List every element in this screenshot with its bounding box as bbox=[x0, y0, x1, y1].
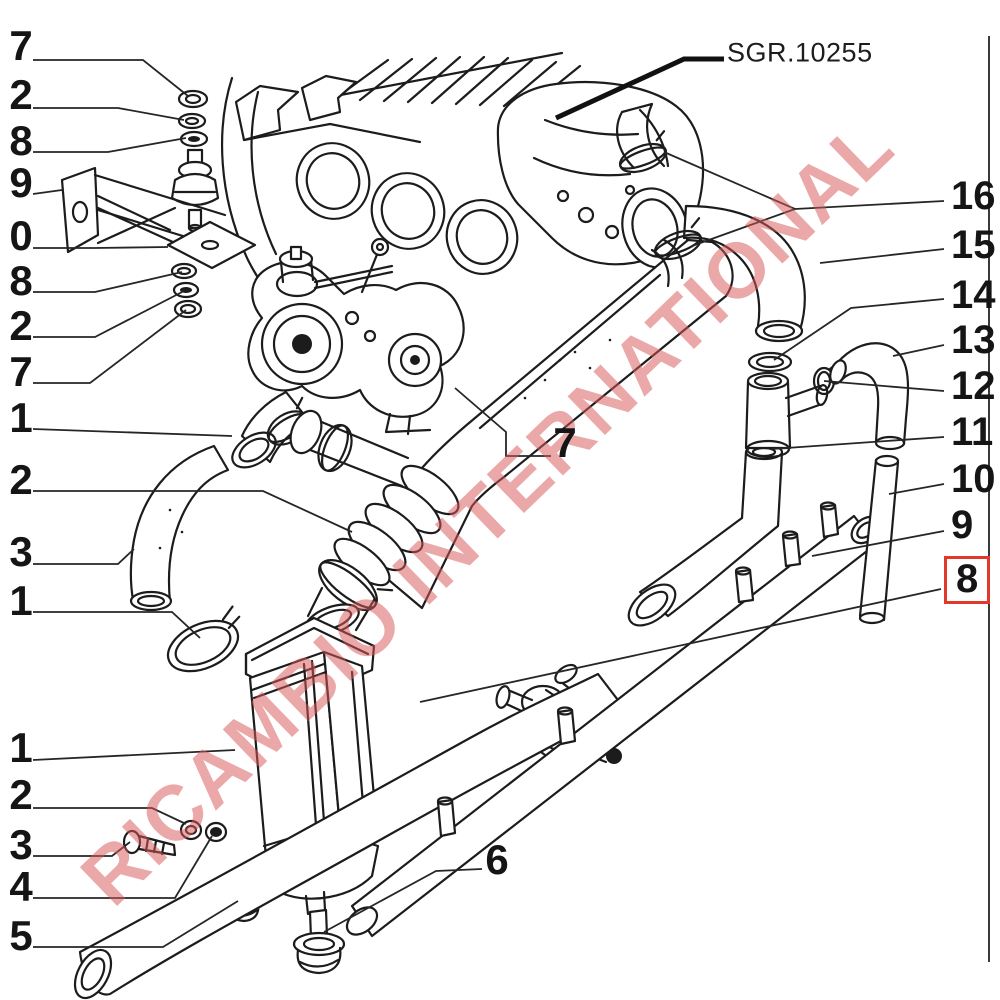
leader-lines bbox=[32, 59, 945, 948]
callout-left-3: 8 bbox=[9, 117, 33, 164]
highlight-box: 8 bbox=[944, 556, 991, 604]
callout-left-17: 5 bbox=[9, 912, 33, 959]
callout-left-6: 8 bbox=[9, 257, 33, 304]
callout-right-10: 10 bbox=[951, 457, 996, 501]
callout-left-8: 7 bbox=[9, 348, 33, 395]
callout-left-10: 2 bbox=[9, 456, 33, 503]
callout-left-16: 4 bbox=[9, 863, 33, 910]
engine-drawing bbox=[221, 51, 705, 334]
callout-left-15: 3 bbox=[9, 821, 33, 868]
callout-left-11: 3 bbox=[9, 528, 33, 575]
callout-left-1: 7 bbox=[9, 22, 33, 69]
callout-left-9: 1 bbox=[9, 394, 33, 441]
left-small-parts bbox=[60, 89, 257, 319]
left-hose-drawing bbox=[129, 444, 241, 673]
intake-duct-drawing bbox=[318, 102, 806, 611]
callout-left-13: 1 bbox=[9, 724, 33, 771]
callout-right-8-highlighted: 8 bbox=[944, 556, 991, 604]
callout-left-2: 2 bbox=[9, 71, 33, 118]
callout-center-6: 6 bbox=[485, 836, 509, 883]
callout-right-15: 15 bbox=[951, 223, 996, 267]
callout-right-13: 13 bbox=[951, 318, 996, 362]
callout-left-14: 2 bbox=[9, 771, 33, 818]
callout-right-11: 11 bbox=[951, 410, 994, 454]
sgr-leader-line bbox=[554, 56, 724, 121]
callout-left-4: 9 bbox=[9, 159, 33, 206]
callout-left-7: 2 bbox=[9, 302, 33, 349]
callout-left-5: 0 bbox=[9, 212, 33, 259]
callout-right-12: 12 bbox=[951, 364, 996, 408]
callout-right-14: 14 bbox=[951, 273, 996, 317]
callout-center-7: 7 bbox=[553, 419, 577, 466]
callout-left-12: 1 bbox=[9, 577, 33, 624]
callout-right-9: 9 bbox=[951, 503, 974, 547]
callout-right-16: 16 bbox=[951, 174, 996, 218]
turbocharger-drawing bbox=[231, 237, 465, 488]
diagram-reference-code: SGR.10255 bbox=[727, 37, 873, 68]
